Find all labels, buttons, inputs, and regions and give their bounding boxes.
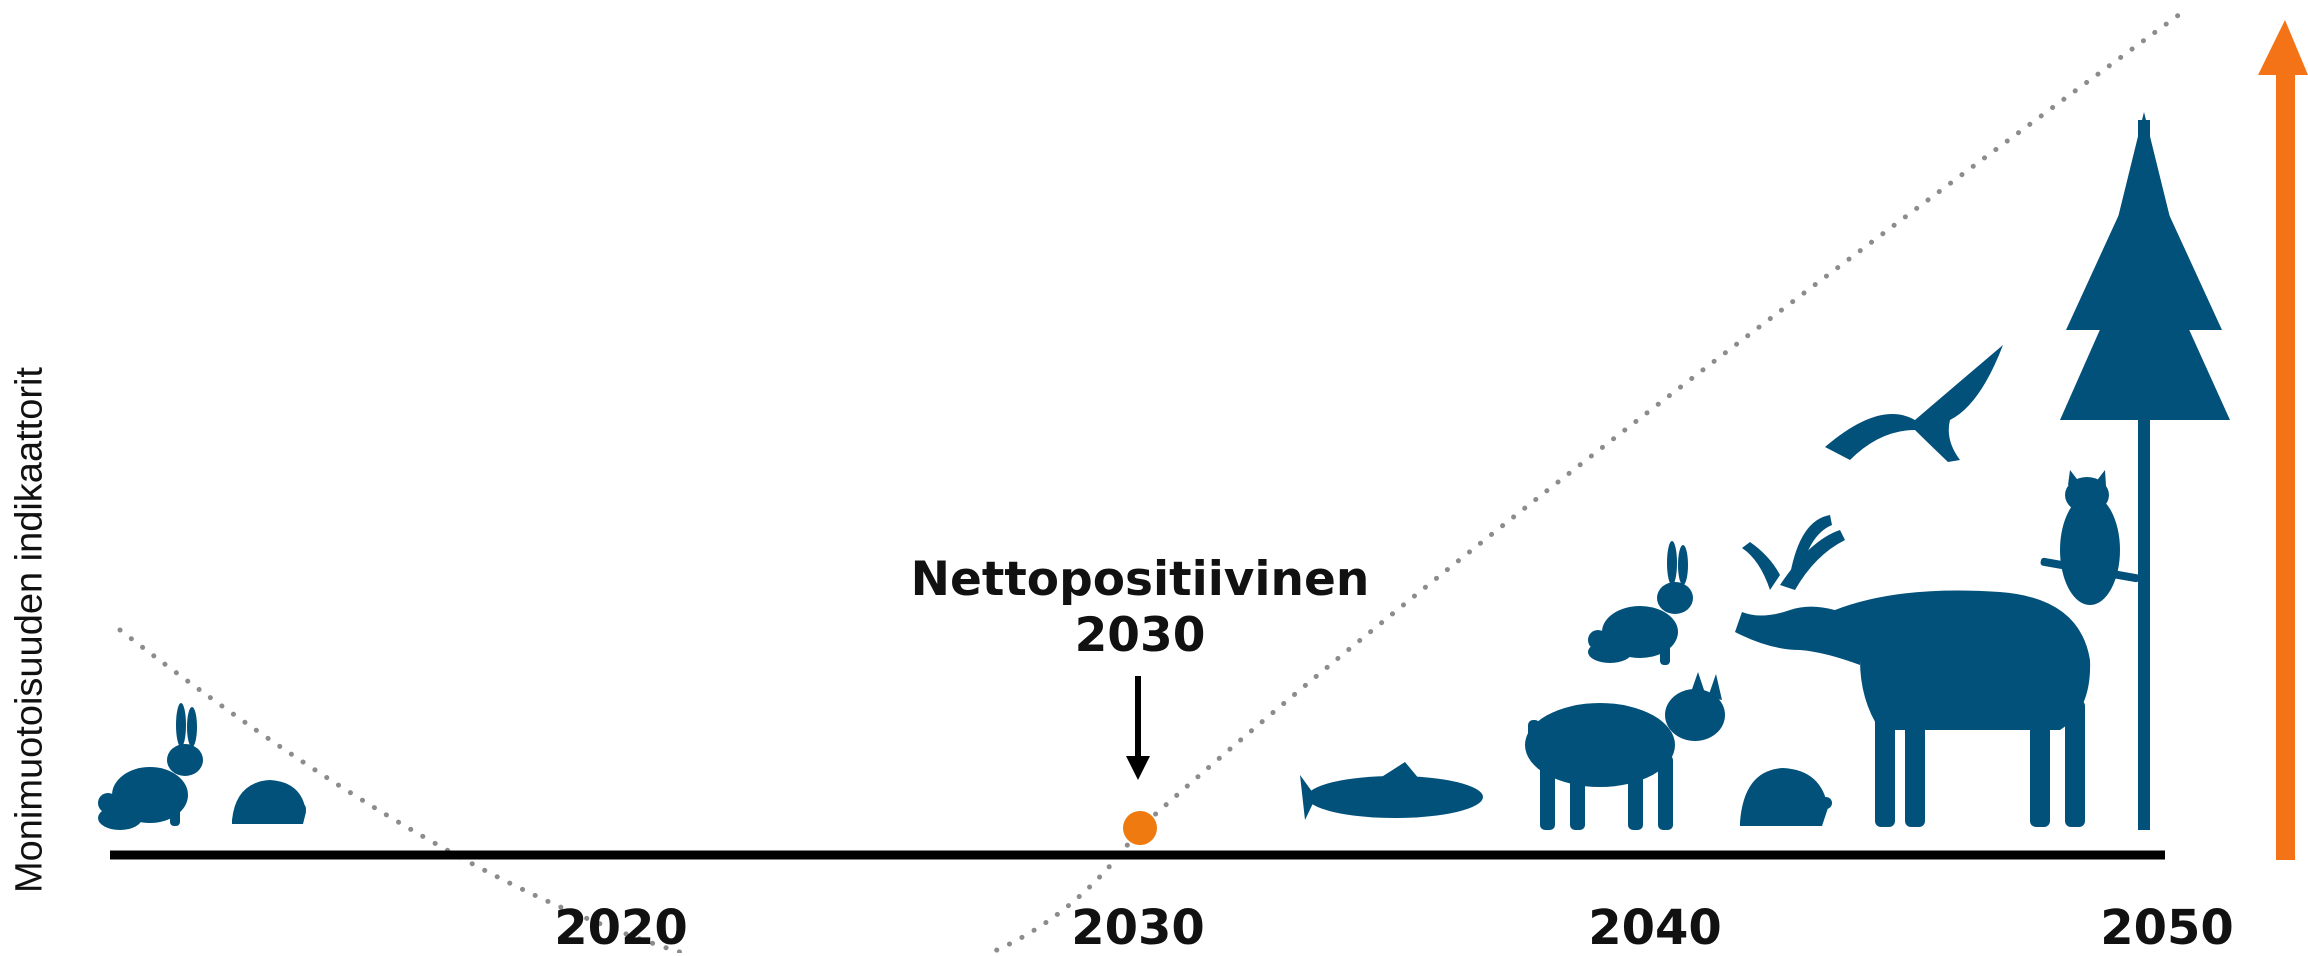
eagle-icon <box>1825 345 2003 462</box>
moose-icon <box>1735 515 2091 827</box>
up-arrow-icon <box>2258 20 2308 860</box>
down-arrow-icon <box>1126 676 1150 780</box>
x-tick-2020: 2020 <box>554 900 688 956</box>
hedgehog-icon <box>1740 768 1832 826</box>
milestone-title: Nettopositiivinen <box>910 552 1370 607</box>
x-tick-2050: 2050 <box>2100 900 2234 956</box>
hare-icon <box>1588 541 1693 665</box>
x-tick-2040: 2040 <box>1588 900 1722 956</box>
trend-curve <box>117 11 2183 953</box>
y-axis-label: Monimuotoisuuden indikaattorit <box>8 367 51 893</box>
milestone-year: 2030 <box>1074 608 1206 663</box>
spruce-tree-icon <box>2060 112 2230 830</box>
lynx-icon <box>1525 672 1725 830</box>
x-tick-2030: 2030 <box>1071 900 1205 956</box>
fish-icon <box>1300 762 1483 820</box>
hare-icon <box>98 703 203 830</box>
owl-icon <box>2040 470 2140 605</box>
hedgehog-icon <box>232 780 306 824</box>
milestone-annotation: Nettopositiivinen 2030 <box>911 552 1370 664</box>
milestone-dot <box>1123 811 1157 845</box>
